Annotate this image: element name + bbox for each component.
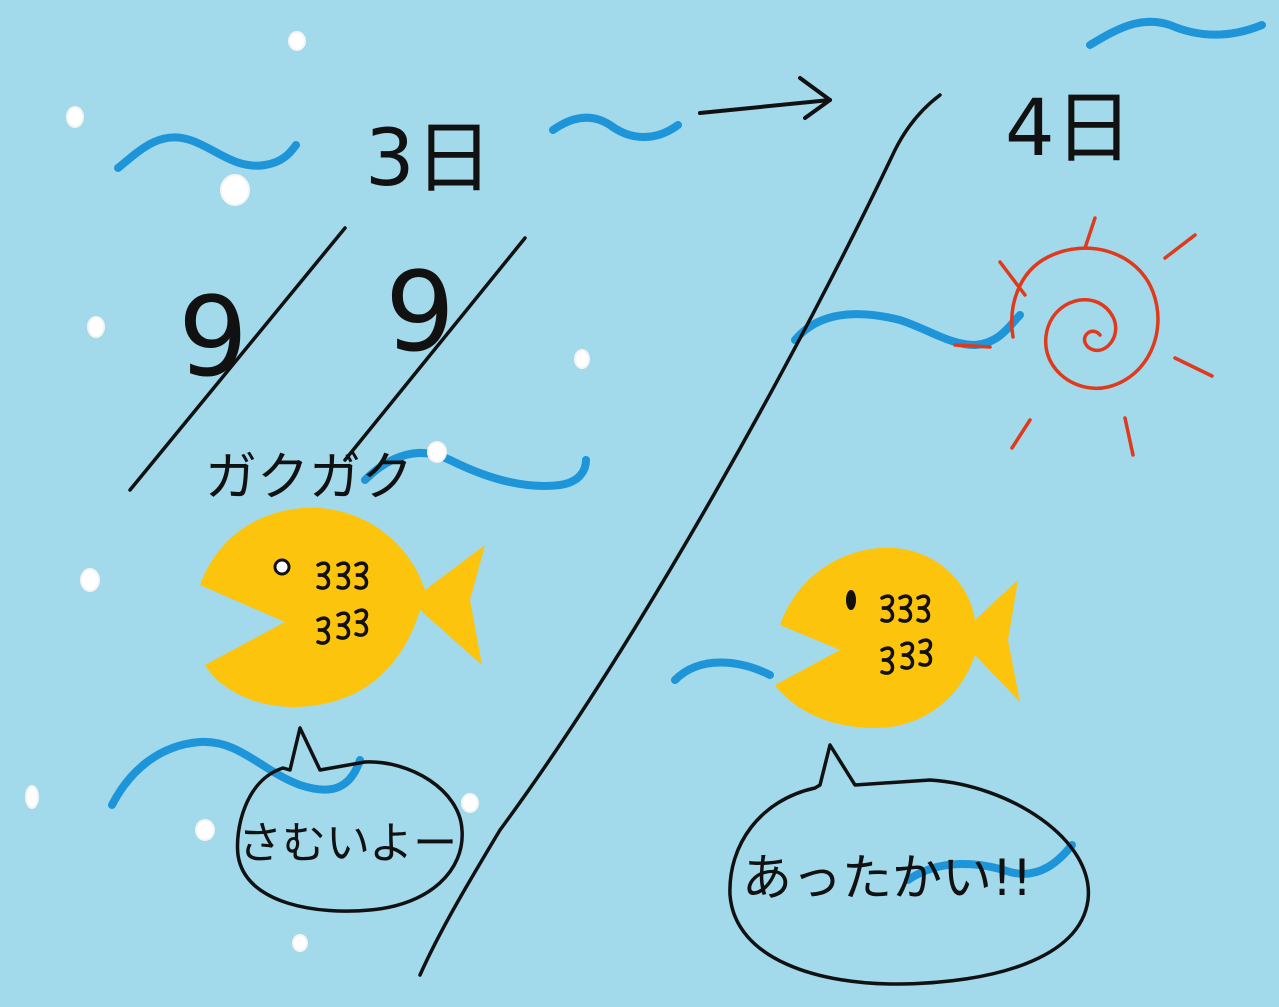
- snowflakes: [25, 31, 590, 952]
- snowflake-icon: [87, 316, 105, 338]
- sun-ray: [1123, 416, 1135, 457]
- fish-gills: [316, 561, 369, 645]
- snowflake-icon: [288, 31, 306, 51]
- fish-eye: [846, 590, 856, 610]
- wave-center-top: [549, 113, 682, 141]
- panel-divider: [418, 93, 942, 977]
- sun-icon: [953, 216, 1214, 457]
- sun-spiral: [1010, 246, 1160, 390]
- arrow-icon: [698, 76, 832, 120]
- right-bubble-outline: [728, 743, 1091, 986]
- water-waves: [108, 17, 1266, 884]
- fish-icon: [200, 507, 485, 707]
- snowflake-icon: [80, 568, 100, 592]
- right-date-label: 4日: [1005, 84, 1133, 174]
- snowflake-icon: [427, 441, 447, 463]
- temperature-scribbles: 9 9: [128, 226, 527, 492]
- shiver-text: ガクガク: [205, 448, 413, 508]
- wave-left-middle: [361, 449, 590, 490]
- temperature-digit-1: 9: [178, 273, 248, 401]
- speech-bubble-icon: さむいよー: [235, 726, 464, 913]
- wave-bubble-right: [904, 841, 1076, 884]
- wave-right-fish: [671, 658, 774, 684]
- sun-ray: [1083, 216, 1097, 250]
- snowflake-icon: [25, 785, 39, 809]
- sun-ray: [953, 343, 992, 349]
- left-date-label: 3日: [365, 114, 493, 204]
- snowflake-icon: [461, 793, 479, 813]
- wave-top-right: [1086, 17, 1266, 49]
- right-speech-text: あったかい!!: [742, 849, 1032, 907]
- fish-eye: [273, 558, 291, 576]
- snowflake-icon: [292, 934, 308, 952]
- sun-ray: [1010, 418, 1032, 450]
- sun-ray: [1163, 233, 1197, 260]
- snowflake-icon: [574, 349, 590, 369]
- snowflake-icon: [66, 106, 84, 128]
- left-speech-text: さむいよー: [238, 818, 457, 869]
- sun-ray: [1173, 356, 1214, 378]
- snowflake-icon: [220, 174, 250, 206]
- fish-gills: [880, 594, 933, 675]
- fish-body: [775, 547, 1020, 729]
- wave-right-middle: [791, 310, 1024, 350]
- snowflake-icon: [195, 819, 215, 841]
- fish-body: [200, 507, 485, 707]
- wave-left-bottom: [108, 737, 364, 809]
- left-bubble-outline: [235, 726, 464, 913]
- speech-bubble-icon: あったかい!!: [728, 743, 1091, 986]
- wave-left-top: [114, 133, 300, 172]
- fish-icon: [775, 547, 1020, 729]
- temperature-digit-2: 9: [385, 248, 455, 376]
- sun-ray: [998, 260, 1027, 297]
